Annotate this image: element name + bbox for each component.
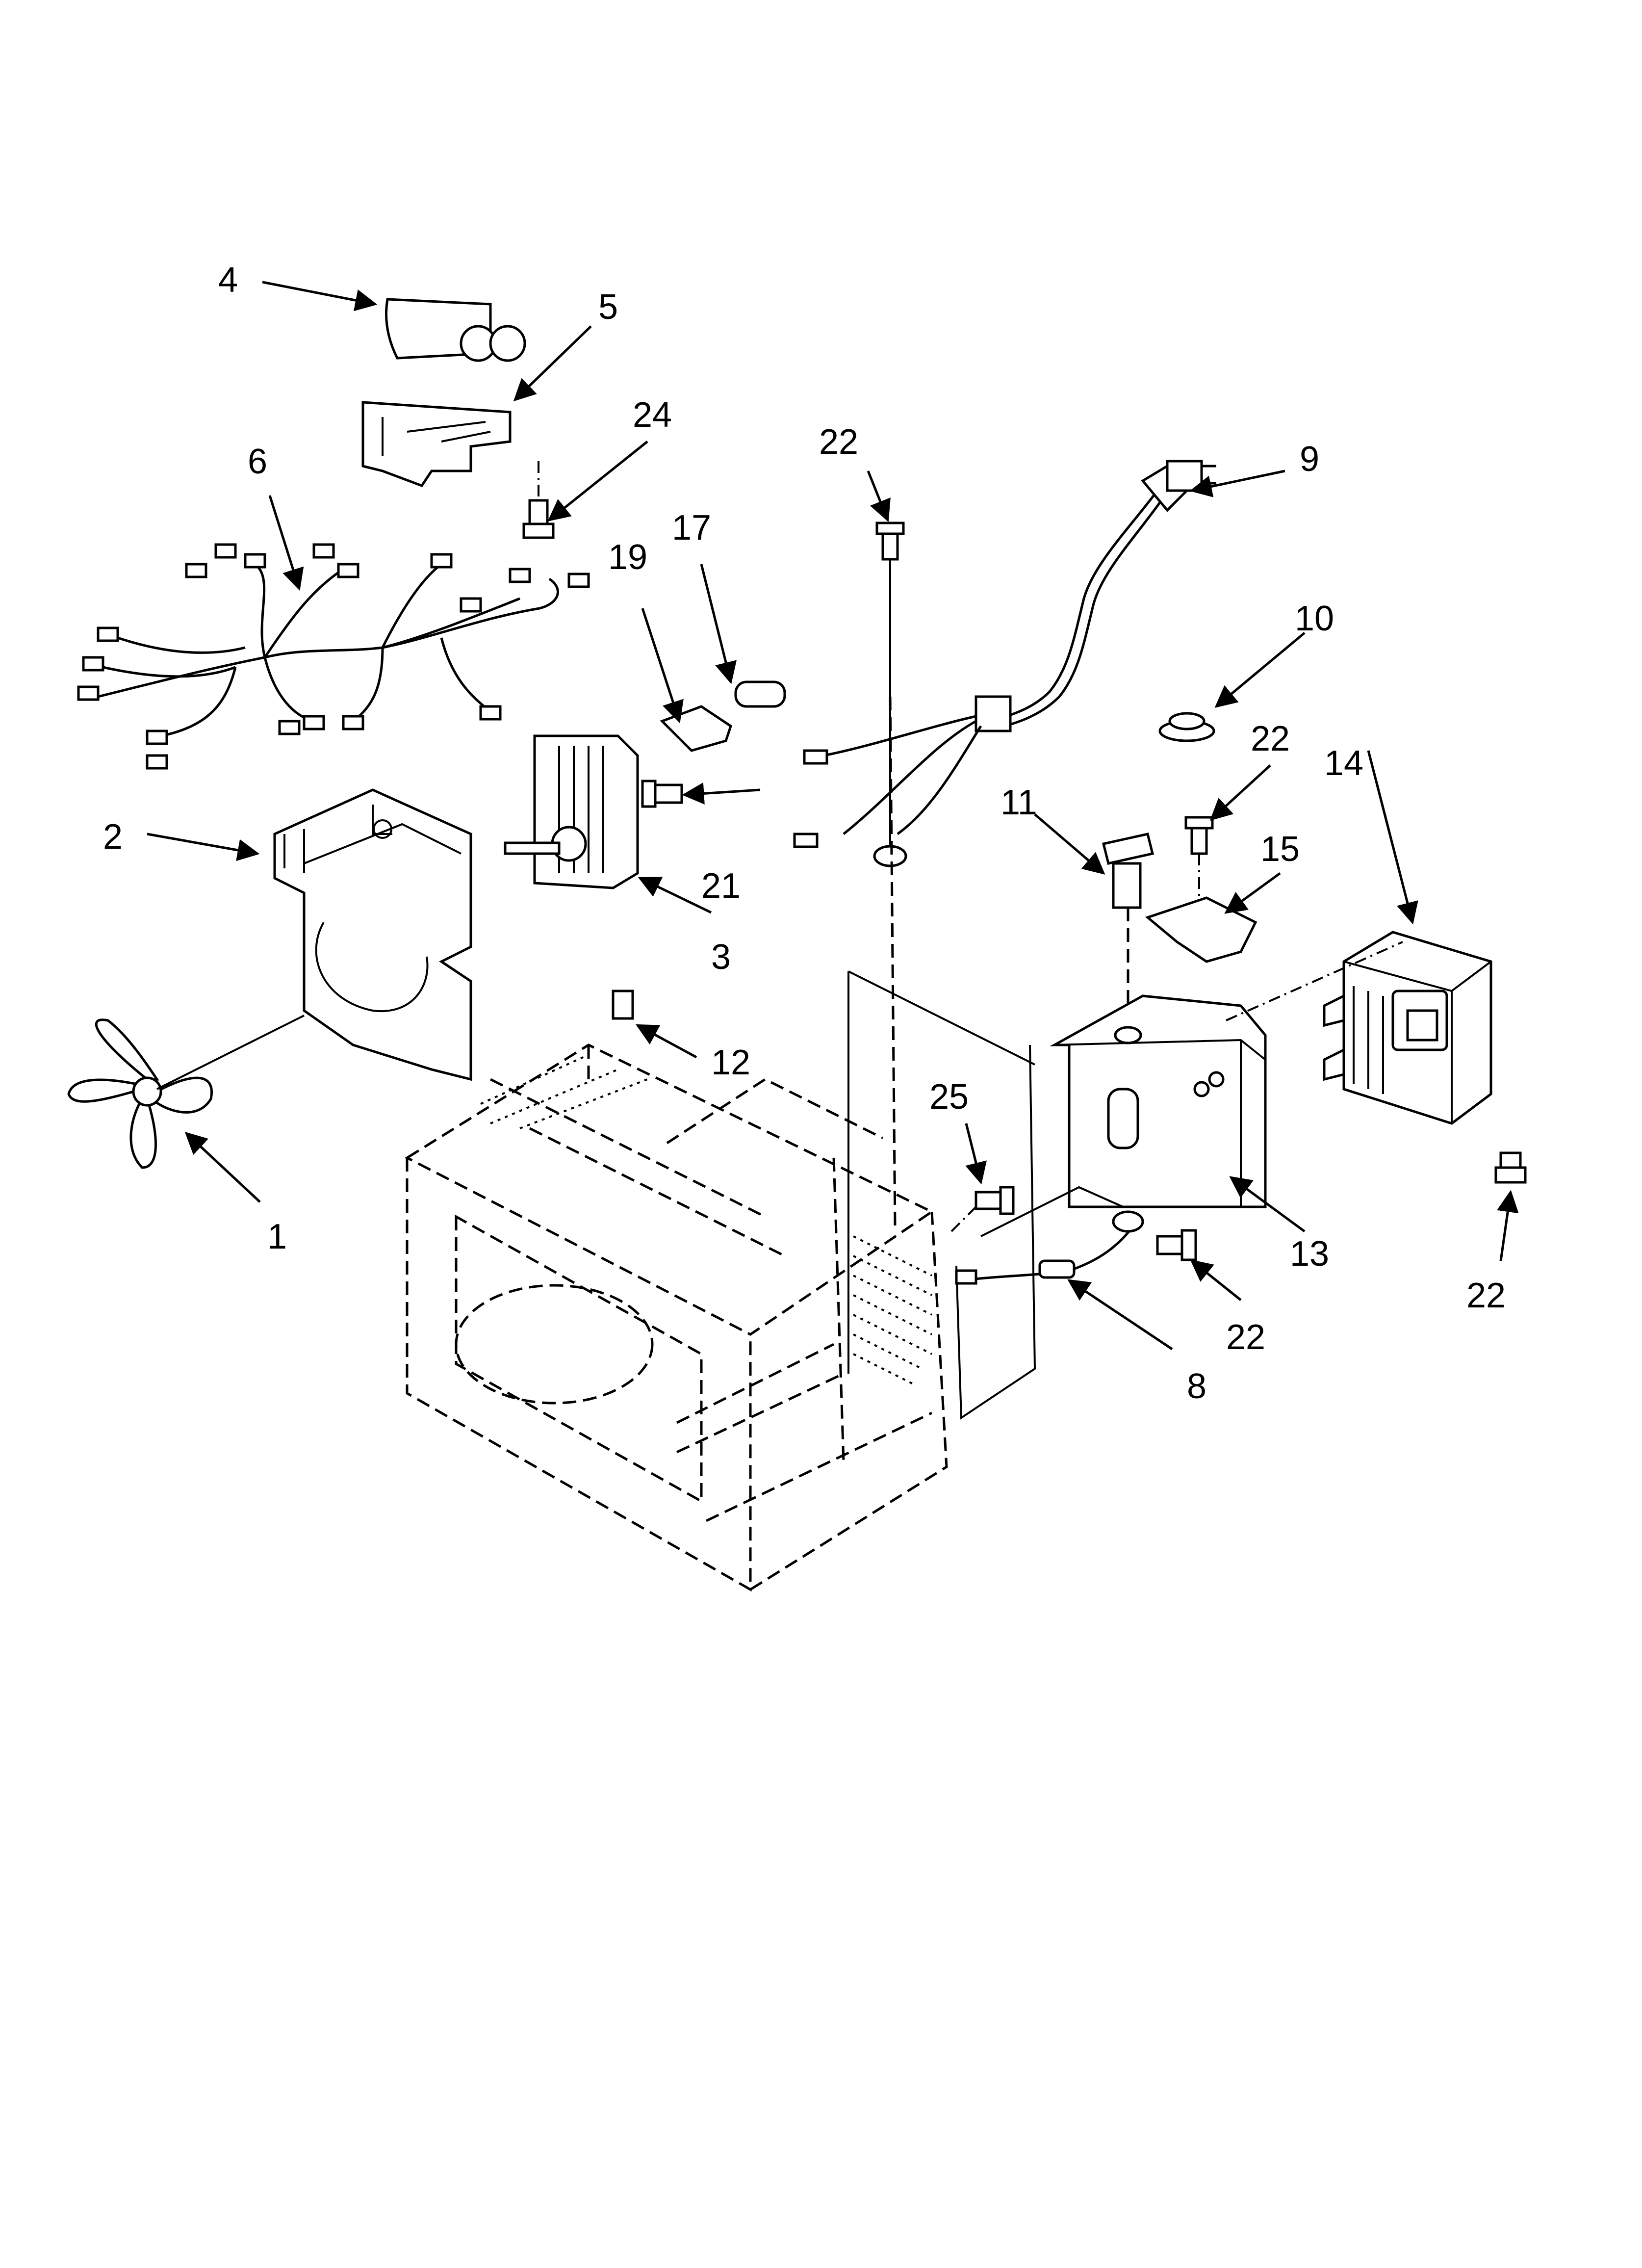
ground-screw-part-22-top xyxy=(873,521,907,1227)
diode-part-11 xyxy=(1102,833,1155,1006)
callout-1: 1 xyxy=(267,1217,287,1256)
callout-24: 24 xyxy=(633,395,672,435)
callout-6: 6 xyxy=(248,442,267,481)
callout-5: 5 xyxy=(598,287,618,327)
leader-lines xyxy=(147,281,1519,1351)
screw-part-21 xyxy=(641,780,683,808)
callout-3: 3 xyxy=(711,938,731,977)
cabinet-vent-grille xyxy=(480,1054,932,1384)
fan-motor-part-3 xyxy=(504,734,639,889)
callout-8: 8 xyxy=(1187,1367,1206,1406)
base-plate-part-12 xyxy=(847,970,1267,1420)
callout-22-top: 22 xyxy=(819,422,858,462)
air-guide-bracket-part-2 xyxy=(273,788,472,1081)
callout-14: 12 xyxy=(711,1043,750,1082)
callout-2: 2 xyxy=(103,817,123,857)
bracket-part-15 xyxy=(1145,896,1257,963)
lead-wire-part-8 xyxy=(955,1186,1144,1285)
callout-21: 21 xyxy=(701,866,741,906)
thermal-cutout-part-10 xyxy=(1158,712,1215,742)
microwave-cabinet-outline xyxy=(404,1043,948,1592)
callout-22-right: 22 xyxy=(1466,1276,1506,1315)
fan-blade-part-1 xyxy=(67,1015,305,1169)
fuse-part-17 xyxy=(734,680,786,708)
callout-11: 11 xyxy=(1001,783,1037,822)
screw-part-22-lower xyxy=(1156,1229,1197,1261)
callout-22-mid: 22 xyxy=(1251,719,1290,758)
callout-19: 19 xyxy=(608,538,647,577)
wire-terminals xyxy=(77,543,590,770)
capacitor-part-4 xyxy=(385,298,526,362)
callout-12: 13 xyxy=(1290,1234,1329,1274)
screw-part-25 xyxy=(950,1186,1015,1232)
callout-9: 9 xyxy=(1300,440,1319,479)
fuse-holder-part-19 xyxy=(660,705,732,752)
wire-harness-part-6 xyxy=(77,543,590,770)
magnetron-part-13 xyxy=(1226,931,1492,1125)
power-cord-part-9 xyxy=(793,460,1216,848)
callout-15: 15 xyxy=(1260,830,1300,869)
screw-part-22-right xyxy=(1494,1151,1527,1184)
screw-part-24 xyxy=(522,461,555,539)
callout-17: 17 xyxy=(672,508,711,547)
callout-labels: 4 5 24 6 19 17 22 9 10 22 14 11 15 2 21 … xyxy=(103,261,1506,1406)
callout-10: 10 xyxy=(1295,599,1334,638)
capacitor-bracket-part-5 xyxy=(361,401,512,488)
callout-4: 4 xyxy=(218,261,238,300)
callout-22-lower: 22 xyxy=(1226,1318,1265,1357)
callout-13: 14 xyxy=(1324,744,1363,783)
callout-25: 25 xyxy=(929,1077,969,1117)
clip-part-14 xyxy=(612,990,634,1020)
